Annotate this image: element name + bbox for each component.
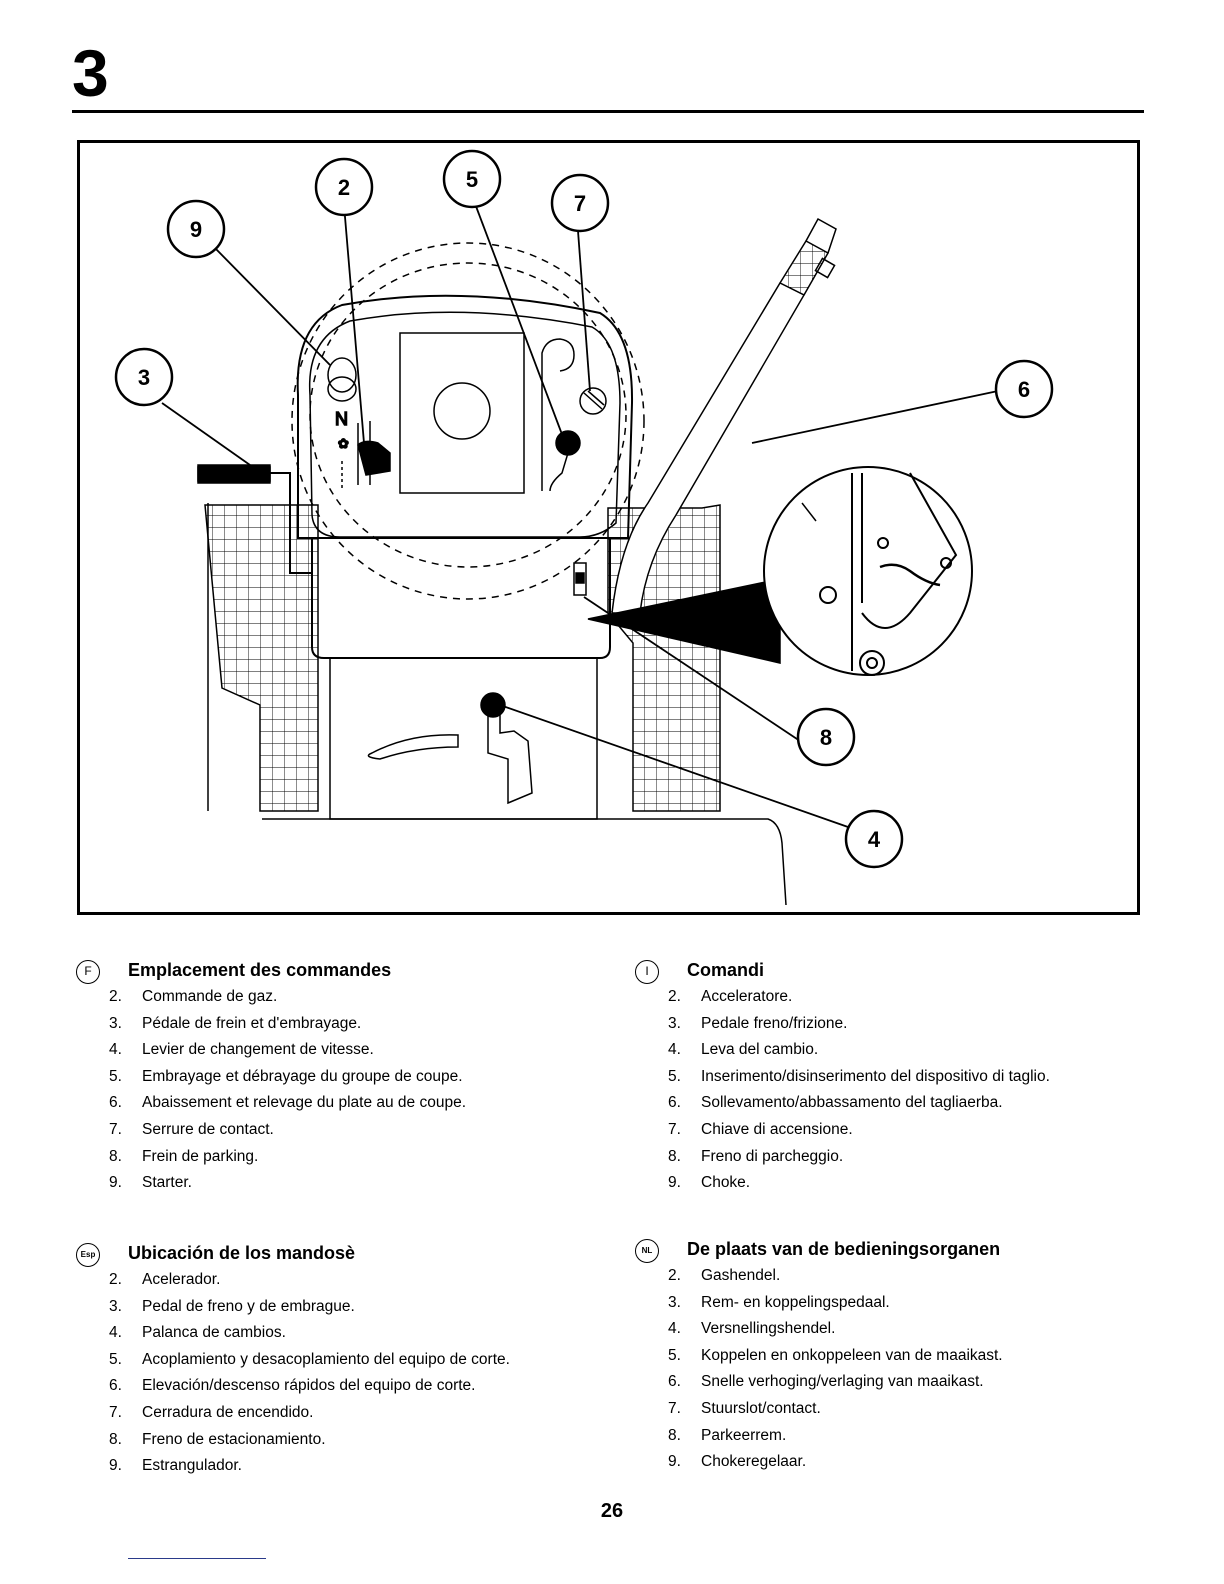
svg-text:2: 2 (338, 175, 350, 200)
dashboard (296, 294, 634, 811)
list-item: 8.Frein de parking. (109, 1147, 259, 1165)
section-title: Ubicación de los mandosè (128, 1243, 356, 1263)
callout-6: 6 (994, 359, 1054, 419)
dashed-arcs (291, 242, 645, 600)
callout-5: 5 (442, 149, 502, 209)
lift-lever (611, 217, 837, 614)
throttle-lever: N ✿ (334, 408, 391, 489)
list-item: 4.Versnellingshendel. (668, 1320, 836, 1338)
lang-badge-i: I (635, 960, 659, 984)
callout-3: 3 (114, 347, 174, 407)
list-item: 8.Freno de estacionamiento. (109, 1430, 326, 1448)
section-title: Comandi (687, 960, 765, 980)
zoom-detail (763, 466, 973, 676)
callout-leaders (161, 200, 999, 828)
section-dutch: NL De plaats van de bedieningsorganen 2.… (635, 1237, 1175, 1480)
svg-text:7: 7 (574, 191, 586, 216)
section-title: Emplacement des commandes (128, 960, 392, 980)
list-item: 9.Choke. (668, 1174, 751, 1192)
list-item: 5.Embrayage et débrayage du groupe de co… (109, 1067, 463, 1085)
list-item: 2.Gashendel. (668, 1267, 781, 1284)
callout-7: 7 (550, 173, 610, 233)
list-item: 2.Commande de gaz. (109, 988, 278, 1005)
callout-2: 2 (314, 157, 374, 217)
controls-list: 2.Gashendel. 3.Rem- en koppelingspedaal.… (635, 1267, 1175, 1480)
list-item: 6.Snelle verhoging/verlaging van maaikas… (668, 1373, 984, 1391)
list-item: 5.Acoplamiento y desacoplamiento del equ… (109, 1350, 510, 1368)
list-item: 2.Acelerador. (109, 1271, 221, 1288)
gear-shift-lever (367, 692, 533, 805)
list-item: 2.Acceleratore. (668, 988, 793, 1005)
lang-badge-nl: NL (635, 1239, 659, 1263)
svg-text:6: 6 (1018, 377, 1030, 402)
ignition-switch (579, 387, 607, 415)
list-item: 7.Serrure de contact. (109, 1120, 274, 1138)
cutting-lever (541, 338, 581, 492)
svg-text:✿: ✿ (338, 436, 349, 451)
controls-list: 2.Acceleratore. 3.Pedale freno/frizione.… (635, 988, 1175, 1201)
left-grid-panel (204, 503, 319, 812)
svg-text:4: 4 (868, 827, 881, 852)
list-item: 3.Pedal de freno y de embrague. (109, 1297, 355, 1315)
callout-4: 4 (844, 809, 904, 869)
callout-8: 8 (796, 707, 856, 767)
section-spanish: Esp Ubicación de los mandosè 2.Acelerado… (76, 1241, 616, 1484)
section-french: F Emplacement des commandes 2.Commande d… (76, 958, 616, 1201)
list-item: 3.Rem- en koppelingspedaal. (668, 1293, 890, 1311)
list-item: 9.Starter. (109, 1174, 192, 1192)
list-item: 7.Stuurslot/contact. (668, 1399, 821, 1417)
section-italian: I Comandi 2.Acceleratore. 3.Pedale freno… (635, 958, 1175, 1201)
chapter-number: 3 (72, 36, 109, 110)
list-item: 3.Pedale freno/frizione. (668, 1014, 848, 1032)
lang-badge-esp: Esp (76, 1243, 100, 1267)
section-title: De plaats van de bedieningsorganen (687, 1239, 1001, 1259)
list-item: 9.Estrangulador. (109, 1457, 242, 1475)
page-number: 26 (600, 1500, 624, 1522)
list-item: 5.Inserimento/disinserimento del disposi… (668, 1067, 1050, 1085)
list-item: 8.Parkeerrem. (668, 1426, 787, 1444)
list-item: 5.Koppelen en onkoppeleen van de maaikas… (668, 1346, 1003, 1364)
callout-9: 9 (166, 199, 226, 259)
list-item: 6.Abaissement et relevage du plate au de… (109, 1094, 467, 1112)
floor-lines (262, 811, 787, 906)
svg-text:3: 3 (138, 365, 150, 390)
lang-badge-f: F (76, 960, 100, 984)
svg-text:9: 9 (190, 217, 202, 242)
list-item: 7.Cerradura de encendido. (109, 1403, 314, 1421)
brake-pedal-handle (197, 464, 312, 574)
controls-diagram: N ✿ (114, 149, 1054, 906)
list-item: 7.Chiave di accensione. (668, 1120, 853, 1138)
list-item: 4.Levier de changement de vitesse. (109, 1041, 374, 1059)
choke-knob (327, 357, 357, 402)
svg-text:8: 8 (820, 725, 832, 750)
list-item: 3.Pédale de frein et d'embrayage. (109, 1014, 362, 1032)
controls-list: 2.Commande de gaz. 3.Pédale de frein et … (76, 988, 616, 1201)
list-item: 9.Chokeregelaar. (668, 1453, 807, 1471)
list-item: 8.Freno di parcheggio. (668, 1147, 844, 1165)
list-item: 4.Leva del cambio. (668, 1041, 819, 1059)
svg-text:5: 5 (466, 167, 478, 192)
list-item: 4.Palanca de cambios. (109, 1324, 286, 1342)
footer-line (128, 1558, 266, 1559)
controls-figure: N ✿ (77, 140, 1140, 915)
controls-list: 2.Acelerador. 3.Pedal de freno y de embr… (76, 1271, 616, 1484)
neutral-mark: N (335, 409, 348, 429)
list-item: 6.Sollevamento/abbassamento del tagliaer… (668, 1094, 1003, 1112)
header-rule (72, 110, 1144, 113)
list-item: 6.Elevación/descenso rápidos del equipo … (109, 1377, 476, 1395)
